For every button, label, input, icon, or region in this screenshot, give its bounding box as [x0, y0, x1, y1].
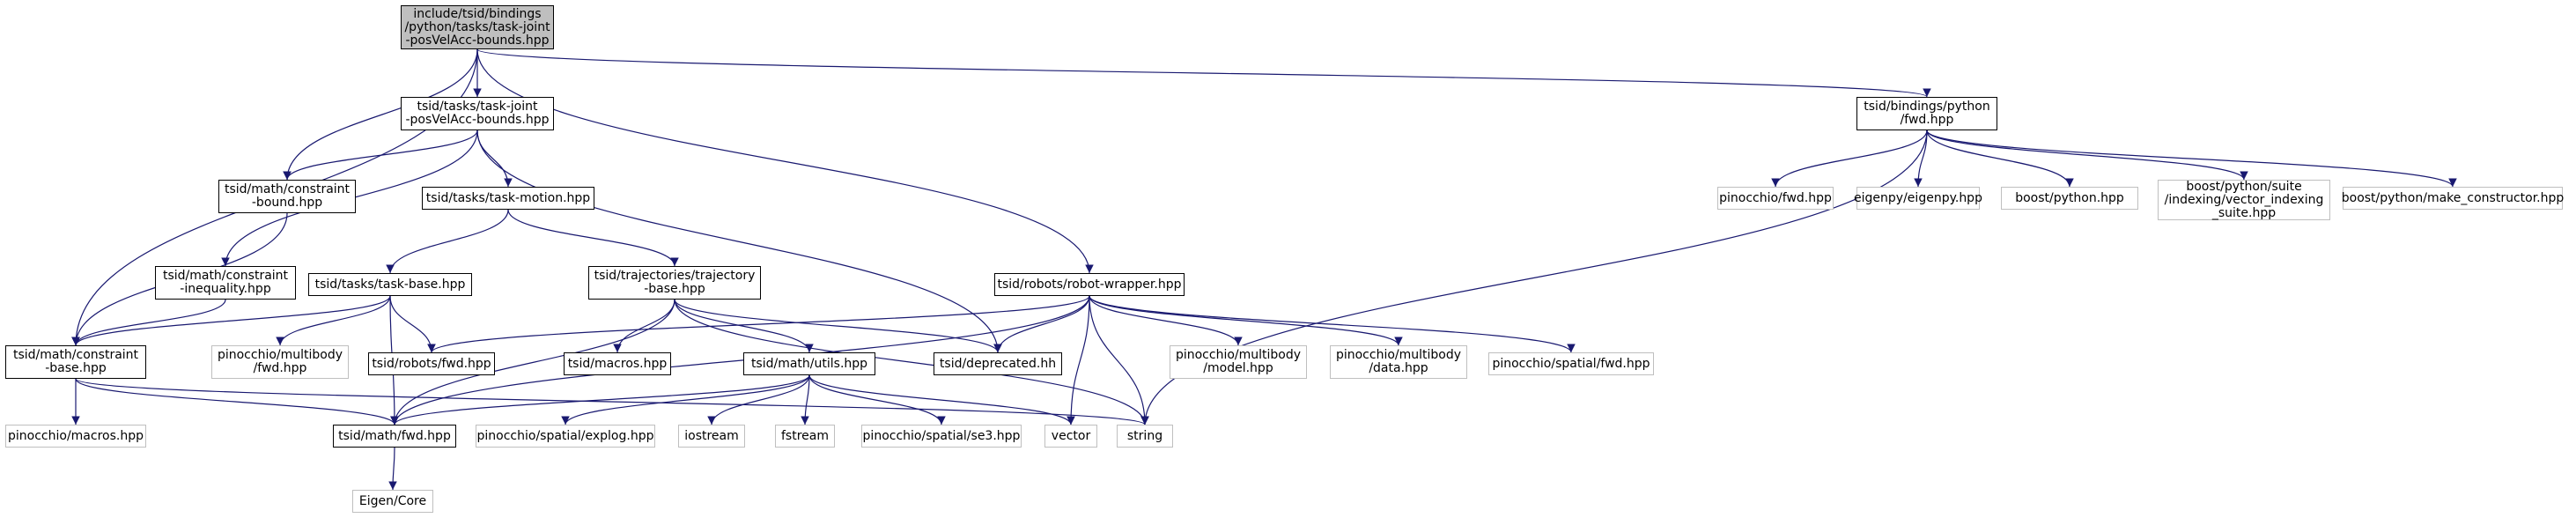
node-fstream: fstream — [775, 425, 835, 448]
edge-tbase-to-rfwd — [389, 295, 436, 353]
edge-bpfwd-to-string — [1140, 130, 1928, 426]
edge-bpfwd-to-mkctor — [1926, 130, 2457, 188]
node-string: string — [1117, 425, 1173, 448]
node-math-fwd[interactable]: tsid/math/fwd.hpp — [333, 425, 456, 448]
node-iostream: iostream — [678, 425, 745, 448]
edge-tmotion-to-tbase — [386, 209, 509, 274]
edge-tbase-to-pmbfwd — [276, 295, 391, 346]
node-make-constructor: boost/python/make_constructor.hpp — [2342, 187, 2564, 210]
edge-robot-to-psfwd — [1089, 295, 1576, 353]
node-constraint-inequality[interactable]: tsid/math/constraint -inequality.hpp — [155, 266, 296, 300]
node-pinocchio-data: pinocchio/multibody /data.hpp — [1330, 345, 1467, 379]
edge-bpfwd-to-pinfwd — [1771, 130, 1928, 188]
edge-robot-to-mfwd — [390, 295, 1090, 426]
node-pinocchio-model: pinocchio/multibody /model.hpp — [1170, 345, 1307, 379]
node-pinocchio-macros: pinocchio/macros.hpp — [5, 425, 146, 448]
edge-traj-to-mfwd — [390, 299, 675, 426]
edge-taskjoint-to-deprecated — [476, 130, 1002, 353]
edge-cineq-to-cbase — [71, 299, 226, 346]
node-pinocchio-fwd: pinocchio/fwd.hpp — [1717, 187, 1834, 210]
edge-traj-to-deprecated — [674, 299, 1002, 353]
edge-taskjoint-to-tmotion — [476, 130, 513, 188]
edge-tbase-to-cbase — [71, 295, 391, 346]
node-task-base[interactable]: tsid/tasks/task-base.hpp — [308, 273, 472, 296]
edge-utils-to-vector — [808, 374, 1075, 426]
edge-robot-to-pmodel — [1089, 295, 1243, 346]
node-root-header[interactable]: include/tsid/bindings /python/tasks/task… — [401, 5, 554, 49]
node-boost-python: boost/python.hpp — [2001, 187, 2138, 210]
edge-robot-to-vector — [1067, 295, 1090, 426]
node-constraint-base[interactable]: tsid/math/constraint -base.hpp — [5, 345, 146, 379]
edge-root-to-cbound — [283, 48, 478, 181]
node-pinocchio-se3: pinocchio/spatial/se3.hpp — [861, 425, 1022, 448]
edge-utils-to-se3 — [808, 374, 946, 426]
node-eigenpy: eigenpy/eigenpy.hpp — [1854, 187, 1982, 210]
node-task-joint-posvelacc-bounds[interactable]: tsid/tasks/task-joint -posVelAcc-bounds.… — [401, 97, 554, 130]
edge-utils-to-fstream — [801, 374, 810, 426]
edge-utils-to-explog — [561, 374, 810, 426]
edge-cbase-to-string — [75, 378, 1149, 426]
node-bindings-python-fwd[interactable]: tsid/bindings/python /fwd.hpp — [1856, 97, 1997, 130]
edge-traj-to-string — [674, 299, 1149, 426]
node-pinocchio-explog: pinocchio/spatial/explog.hpp — [476, 425, 655, 448]
node-robot-wrapper[interactable]: tsid/robots/robot-wrapper.hpp — [994, 273, 1185, 296]
edge-bpfwd-to-vecidx — [1926, 130, 2248, 181]
edge-taskjoint-to-cbound — [283, 130, 478, 181]
edge-mfwd-to-eigen — [388, 447, 397, 491]
edge-tmotion-to-traj — [507, 209, 679, 267]
node-vector: vector — [1044, 425, 1097, 448]
node-tsid-macros[interactable]: tsid/macros.hpp — [564, 352, 671, 375]
edge-bpfwd-to-bpython — [1926, 130, 2074, 188]
node-task-motion[interactable]: tsid/tasks/task-motion.hpp — [422, 187, 594, 210]
edge-root-to-bpfwd — [476, 48, 1931, 98]
edge-root-to-robot — [476, 48, 1094, 274]
edge-traj-to-utils — [674, 299, 814, 353]
edge-robot-to-pdata — [1089, 295, 1403, 346]
edge-utils-to-mfwd — [390, 374, 810, 426]
edge-bpfwd-to-eigenpy — [1914, 130, 1928, 188]
node-eigen-core: Eigen/Core — [352, 490, 433, 513]
node-math-utils[interactable]: tsid/math/utils.hpp — [743, 352, 875, 375]
node-robots-fwd[interactable]: tsid/robots/fwd.hpp — [368, 352, 495, 375]
node-trajectory-base[interactable]: tsid/trajectories/trajectory -base.hpp — [588, 266, 761, 300]
edge-robot-to-deprecated — [993, 295, 1090, 353]
edge-robot-to-string — [1089, 295, 1149, 426]
node-pinocchio-spatial-fwd: pinocchio/spatial/fwd.hpp — [1488, 352, 1654, 375]
node-deprecated[interactable]: tsid/deprecated.hh — [934, 352, 1062, 375]
node-constraint-bound[interactable]: tsid/math/constraint -bound.hpp — [218, 180, 356, 213]
node-pinocchio-multibody-fwd: pinocchio/multibody /fwd.hpp — [211, 345, 349, 379]
node-vector-indexing-suite: boost/python/suite /indexing/vector_inde… — [2158, 180, 2330, 220]
edge-traj-to-macros — [613, 299, 675, 353]
edge-robot-to-rfwd — [427, 295, 1090, 353]
edge-cbase-to-mfwd — [75, 378, 399, 426]
edge-utils-to-iostream — [707, 374, 810, 426]
